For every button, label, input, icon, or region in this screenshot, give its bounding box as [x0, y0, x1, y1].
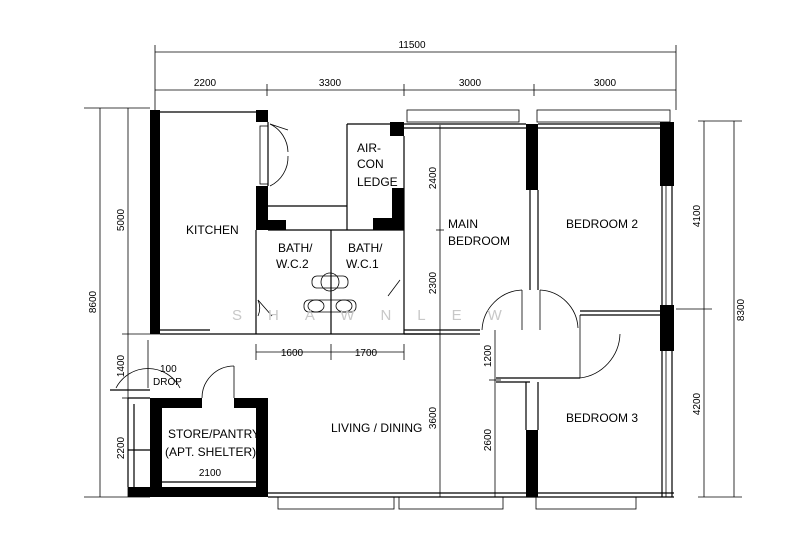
label-store-line1: STORE/PANTRY	[168, 427, 260, 441]
dim-top-1: 2200	[194, 78, 217, 89]
dim-store-width: 2100	[199, 468, 222, 479]
dim-interior-3: 1200	[483, 344, 494, 367]
room-labels: KITCHEN BATH/ W.C.2 BATH/ W.C.1 AIR- CON…	[153, 141, 638, 459]
label-bedroom-3: BEDROOM 3	[566, 411, 638, 425]
dim-top-2: 3300	[319, 78, 342, 89]
dim-top-3: 3000	[459, 78, 482, 89]
dim-interior-4: 3600	[428, 406, 439, 429]
dim-left-outer: 8600	[88, 290, 99, 313]
windows	[259, 109, 671, 510]
dim-right-outer: 8300	[736, 298, 747, 321]
dim-interior-2: 2300	[428, 271, 439, 294]
label-drop: DROP	[153, 377, 182, 388]
dim-top-4: 3000	[594, 78, 617, 89]
label-kitchen: KITCHEN	[186, 223, 239, 237]
dim-interior-5: 2600	[483, 428, 494, 451]
label-drop-value: 100	[160, 364, 177, 375]
label-bedroom-2: BEDROOM 2	[566, 217, 638, 231]
fixtures	[303, 272, 357, 313]
dim-right-2: 4200	[692, 392, 703, 415]
label-store-line2: (APT. SHELTER)	[165, 445, 256, 459]
label-bath1-line2: W.C.2	[276, 257, 309, 271]
dim-right-1: 4100	[692, 204, 703, 227]
dim-bath-1: 1600	[281, 348, 304, 359]
dimension-labels: 11500 2200 3300 3000 3000 8600 5000 1400…	[88, 40, 747, 479]
label-aircon-line1: AIR-	[357, 141, 381, 155]
label-aircon-line3: LEDGE	[357, 175, 398, 189]
label-bath1-line1: BATH/	[278, 241, 313, 255]
dim-interior-1: 2400	[428, 166, 439, 189]
watermark: SHAWNLEW	[232, 307, 528, 324]
dim-left-1: 5000	[116, 208, 127, 231]
label-bath2-line1: BATH/	[348, 241, 383, 255]
doors	[115, 123, 621, 399]
dim-total-width: 11500	[398, 40, 426, 51]
label-living-dining: LIVING / DINING	[331, 421, 422, 435]
dim-left-3: 2200	[116, 436, 127, 459]
label-main-bedroom-line2: BEDROOM	[448, 234, 510, 248]
label-aircon-line2: CON	[357, 157, 384, 171]
label-bath2-line2: W.C.1	[346, 257, 379, 271]
dim-left-2: 1400	[116, 354, 127, 377]
label-main-bedroom-line1: MAIN	[448, 217, 478, 231]
walls	[110, 110, 674, 498]
dim-bath-2: 1700	[355, 348, 378, 359]
